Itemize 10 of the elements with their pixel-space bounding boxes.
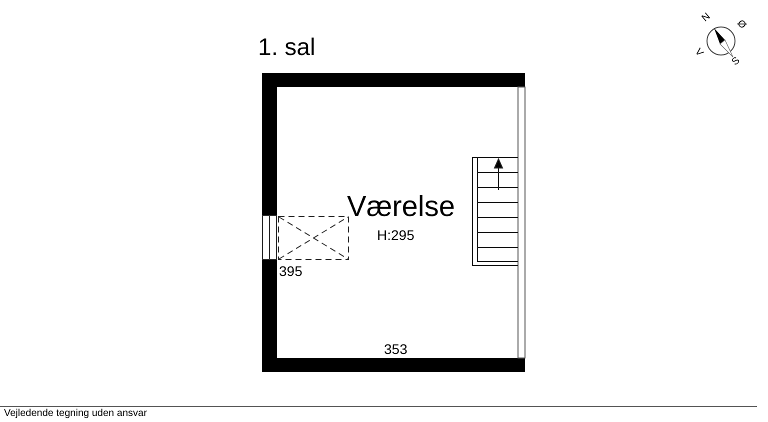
compass-direction-label: S — [730, 56, 742, 68]
dimension-text: 395 — [279, 264, 302, 278]
compass-direction-label: Ø — [734, 18, 748, 32]
disclaimer-text: Vejledende tegning uden ansvar — [4, 409, 147, 419]
dimension-text: 353 — [384, 342, 408, 356]
plan-title: 1. sal — [258, 36, 316, 60]
ceiling-height: H:295 — [377, 228, 414, 242]
compass-direction-label: N — [700, 12, 713, 24]
room-name: Værelse — [347, 193, 455, 222]
compass-direction-label: V — [692, 47, 704, 59]
